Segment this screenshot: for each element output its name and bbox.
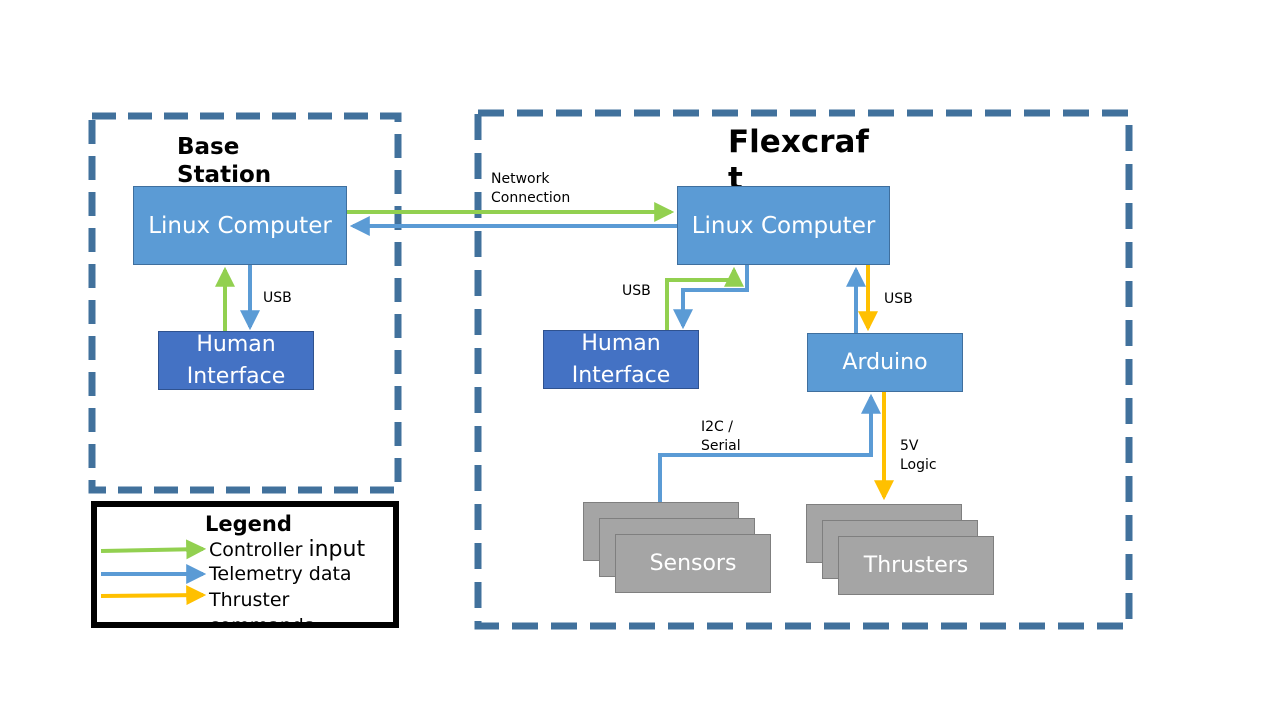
flex-linux-computer: Linux Computer (677, 186, 890, 265)
arduino: Arduino (807, 333, 963, 392)
flexcraft-container (474, 109, 1133, 630)
flex-usb-label-left: USB (622, 283, 651, 299)
flex-linux-computer-label: Linux Computer (691, 212, 876, 239)
legend-item-controller-label: Controller (209, 539, 309, 561)
base-usb-label: USB (263, 290, 292, 306)
legend-item-thruster: Thruster commands (209, 589, 314, 628)
base-human-interface-label: Human Interface (186, 331, 286, 389)
legend-controller-arrow (100, 539, 207, 560)
base-linux-computer-label: Linux Computer (148, 212, 332, 239)
base-linux-computer: Linux Computer (133, 186, 347, 265)
legend: Legend Controller input Telemetry data T… (91, 501, 399, 628)
flex-human-interface-label: Human Interface (571, 330, 671, 388)
legend-arrows (100, 539, 207, 606)
base-station-container (88, 112, 402, 494)
arduino-label: Arduino (842, 350, 928, 375)
flex-telemetry-arrow (673, 265, 749, 330)
base-station-title: Base Station (177, 134, 272, 188)
legend-thruster-arrow (100, 585, 207, 606)
flex-human-interface: Human Interface (543, 330, 699, 389)
legend-item-controller-label-b: input (308, 537, 366, 562)
network-label: Network Connection (491, 171, 571, 206)
legend-item-telemetry: Telemetry data (209, 563, 352, 585)
thrusters-label: Thrusters (863, 553, 969, 578)
flex-input-arrow (665, 266, 744, 331)
sensors-label: Sensors (649, 551, 737, 576)
flexcraft-title: Flexcraft (728, 124, 869, 188)
flex-usb-label-right: USB (884, 291, 913, 307)
legend-title: Legend (205, 512, 292, 536)
i2c-label: I2C / Serial (701, 419, 741, 454)
thrusters: Thrusters (838, 536, 994, 595)
legend-item-controller: Controller input (209, 537, 366, 562)
logic-label: 5V Logic (900, 438, 937, 473)
sensor-telemetry-arrow (658, 393, 881, 503)
sensors: Sensors (615, 534, 771, 593)
base-human-interface: Human Interface (158, 331, 314, 390)
